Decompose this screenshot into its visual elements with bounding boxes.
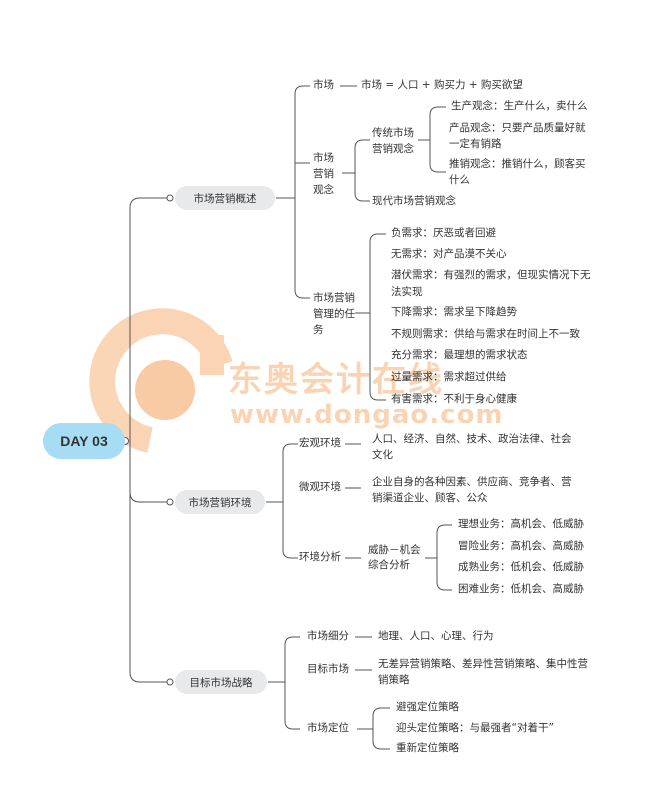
node-positioning[interactable]: 市场定位 [307,722,349,734]
node-macro-detail[interactable]: 人口、经济、自然、技术、政治法律、社会文化 [372,433,572,461]
task-full-demand[interactable]: 充分需求：最理想的需求状态 [391,349,528,361]
biz-ideal[interactable]: 理想业务：高机会、低威胁 [458,518,584,530]
node-marketing-concept[interactable]: 市场营销观念 [313,152,334,196]
task-no-demand[interactable]: 无需求：对产品漠不关心 [391,248,507,260]
node-micro-environment[interactable]: 微观环境 [299,481,341,493]
node-market-formula[interactable]: 市场 = 人口 + 购买力 + 购买欲望 [361,79,523,91]
branch-market-overview[interactable]: 市场营销概述 [175,186,275,210]
node-environment-analysis[interactable]: 环境分析 [299,551,341,563]
node-market[interactable]: 市场 [313,79,334,91]
biz-mature[interactable]: 成熟业务：低机会、低威胁 [458,561,584,573]
node-selling-concept[interactable]: 推销观念：推销什么，顾客买什么 [449,158,586,186]
branch-target-market-strategy[interactable]: 目标市场战略 [175,670,267,694]
task-negative-demand[interactable]: 负需求：厌恶或者回避 [391,227,496,239]
node-management-tasks[interactable]: 市场营销管理的任务 [313,292,355,336]
task-harmful-demand[interactable]: 有害需求：不利于身心健康 [391,393,517,405]
node-traditional-concept[interactable]: 传统市场营销观念 [372,127,414,155]
positioning-head-on[interactable]: 迎头定位策略：与最强者“对着干” [396,722,554,734]
positioning-reposition[interactable]: 重新定位策略 [396,742,459,754]
node-product-concept[interactable]: 产品观念：只要产品质量好就一定有销路 [449,122,586,150]
node-production-concept[interactable]: 生产观念：生产什么，卖什么 [451,100,588,112]
node-macro-environment[interactable]: 宏观环境 [299,437,341,449]
node-segmentation[interactable]: 市场细分 [307,630,349,642]
node-target-market-detail[interactable]: 无差异营销策略、差异性营销策略、集中性营销策略 [378,658,588,686]
node-micro-detail[interactable]: 企业自身的各种因素、供应商、竞争者、营销渠道企业、顾客、公众 [372,476,572,504]
node-threat-opportunity[interactable]: 威胁－机会综合分析 [368,544,421,571]
node-modern-concept[interactable]: 现代市场营销观念 [372,195,456,207]
branch-market-environment[interactable]: 市场营销环境 [175,490,265,514]
biz-difficult[interactable]: 困难业务：低机会、高威胁 [458,583,584,595]
node-target-market[interactable]: 目标市场 [307,663,349,675]
task-irregular-demand[interactable]: 不规则需求：供给与需求在时间上不一致 [391,328,580,340]
node-segmentation-detail[interactable]: 地理、人口、心理、行为 [378,630,494,642]
task-latent-demand[interactable]: 潜伏需求：有强烈的需求，但现实情况下无法实现 [391,269,591,298]
root-node[interactable]: DAY 03 [43,423,125,459]
positioning-avoid[interactable]: 避强定位策略 [396,701,459,713]
biz-risky[interactable]: 冒险业务：高机会、高威胁 [458,540,584,552]
task-overfull-demand[interactable]: 过量需求：需求超过供给 [391,371,507,383]
task-declining-demand[interactable]: 下降需求：需求呈下降趋势 [391,306,517,318]
